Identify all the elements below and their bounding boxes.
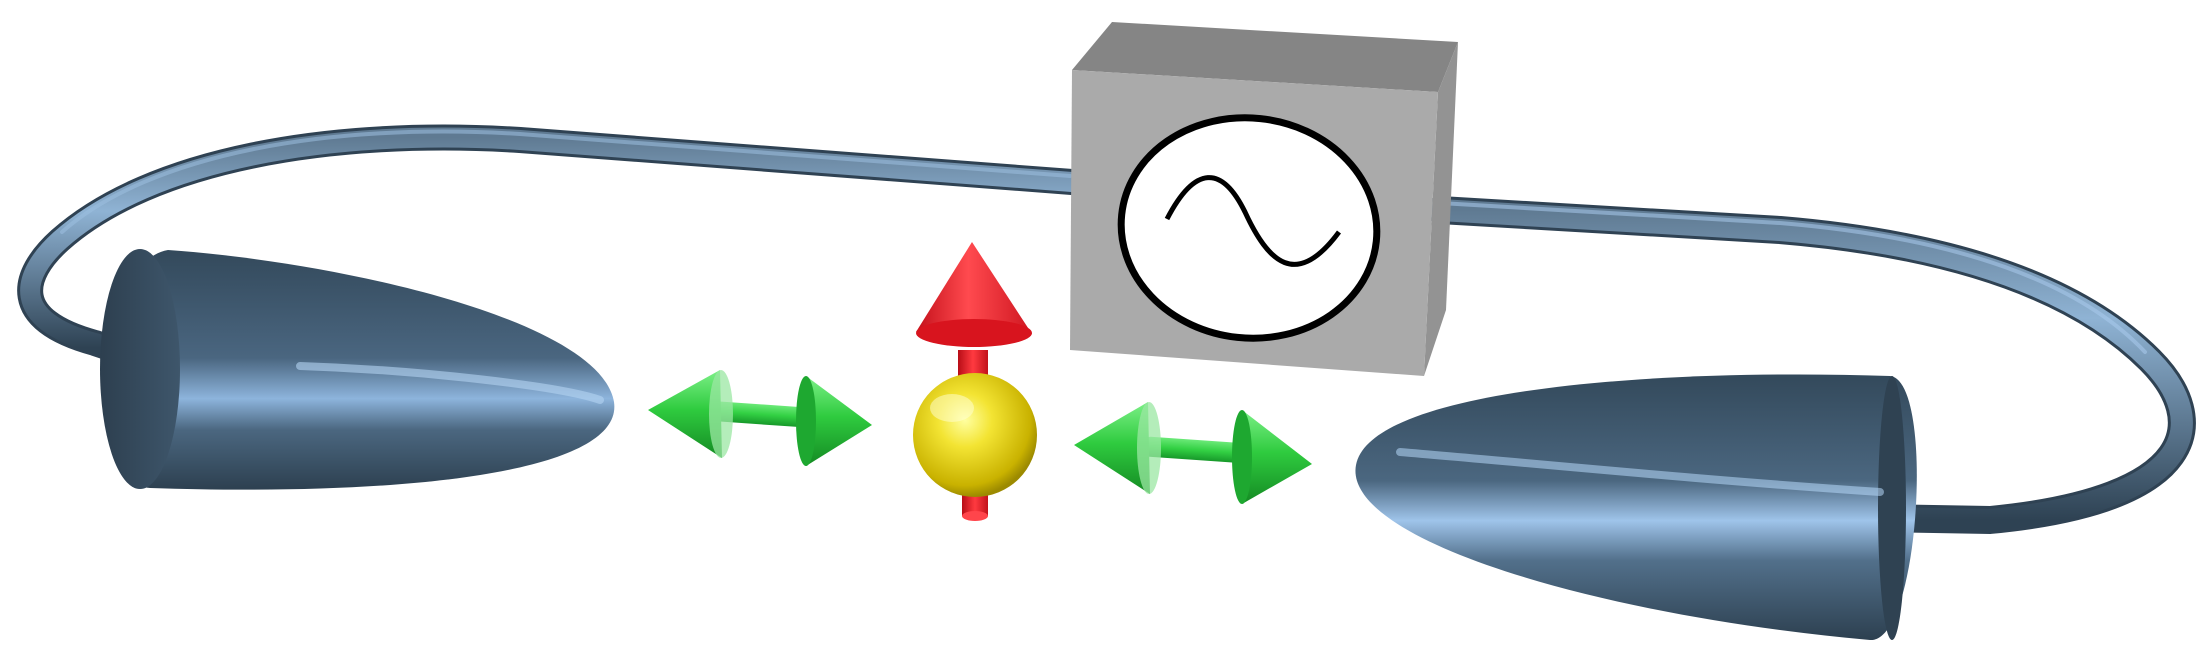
- right-probe: [1355, 374, 1917, 641]
- double-headed-arrow-icon: [648, 370, 872, 466]
- ac-source-box: [1070, 22, 1458, 376]
- left-cable: [17, 124, 1085, 361]
- trapped-particle: [913, 373, 1037, 497]
- source-dial: [1117, 114, 1381, 342]
- box-top-face: [1072, 22, 1458, 92]
- ac-sine-wave-icon: [1164, 175, 1342, 267]
- box-side-face: [1424, 42, 1458, 376]
- left-probe: [100, 249, 615, 490]
- double-headed-arrow-icon: [1074, 402, 1312, 504]
- right-cable: [1426, 196, 2196, 535]
